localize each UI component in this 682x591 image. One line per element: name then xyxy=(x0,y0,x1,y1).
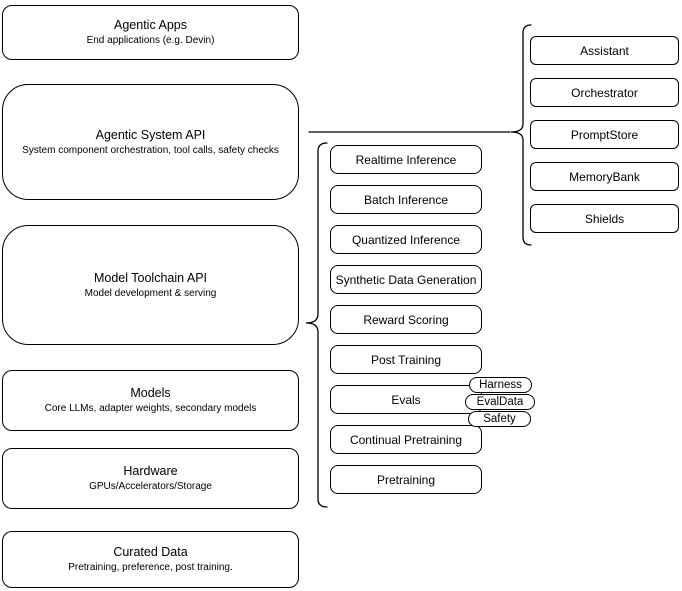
node-title: Curated Data xyxy=(113,545,188,559)
node-subtitle: Core LLMs, adapter weights, secondary mo… xyxy=(44,403,257,414)
tag-harness: Harness xyxy=(469,377,532,393)
node-assistant: Assistant xyxy=(530,36,679,65)
node-subtitle: Model development & serving xyxy=(84,287,217,299)
node-subtitle: End applications (e.g. Devin) xyxy=(86,35,215,46)
node-agentic-system-api: Agentic System API System component orch… xyxy=(2,84,299,200)
node-hardware: Hardware GPUs/Accelerators/Storage xyxy=(2,448,299,509)
node-reward-scoring: Reward Scoring xyxy=(330,305,482,334)
node-realtime-inference: Realtime Inference xyxy=(330,145,482,174)
tag-evaldata: EvalData xyxy=(465,394,535,410)
node-continual-pretraining: Continual Pretraining xyxy=(330,425,482,454)
node-synthetic-data-generation: Synthetic Data Generation xyxy=(330,265,482,294)
node-title: Agentic Apps xyxy=(114,18,187,32)
node-post-training: Post Training xyxy=(330,345,482,374)
node-subtitle: GPUs/Accelerators/Storage xyxy=(89,481,212,492)
node-title: Hardware xyxy=(123,464,178,478)
node-batch-inference: Batch Inference xyxy=(330,185,482,214)
node-models: Models Core LLMs, adapter weights, secon… xyxy=(2,370,299,431)
node-subtitle: Pretraining, preference, post training. xyxy=(68,562,233,573)
node-title: Model Toolchain API xyxy=(93,270,208,285)
node-model-toolchain-api: Model Toolchain API Model development & … xyxy=(2,225,299,345)
node-curated-data: Curated Data Pretraining, preference, po… xyxy=(2,531,299,588)
node-title: Models xyxy=(130,386,171,400)
tag-safety: Safety xyxy=(468,411,531,427)
node-agentic-apps: Agentic Apps End applications (e.g. Devi… xyxy=(2,5,299,60)
node-quantized-inference: Quantized Inference xyxy=(330,225,482,254)
components-brace xyxy=(510,24,532,246)
toolchain-brace xyxy=(305,142,328,508)
node-shields: Shields xyxy=(530,204,679,233)
node-title: Agentic System API xyxy=(95,127,206,142)
node-pretraining: Pretraining xyxy=(330,465,482,494)
node-orchestrator: Orchestrator xyxy=(530,78,679,107)
node-evals: Evals xyxy=(330,385,482,414)
node-subtitle: System component orchestration, tool cal… xyxy=(22,144,279,156)
node-promptstore: PromptStore xyxy=(530,120,679,149)
node-memorybank: MemoryBank xyxy=(530,162,679,191)
